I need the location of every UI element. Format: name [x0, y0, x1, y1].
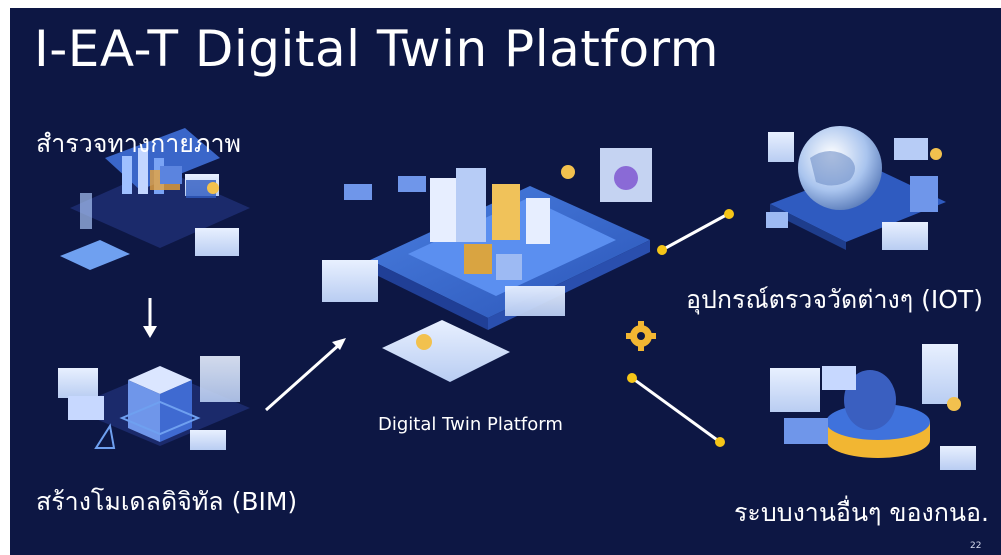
- label-digital-twin-platform: Digital Twin Platform: [378, 414, 563, 435]
- label-iot-devices: อุปกรณ์ตรวจวัดต่างๆ (IOT): [686, 285, 983, 314]
- platform-illustration: [322, 148, 652, 382]
- connector-iot: [657, 209, 734, 255]
- survey-illustration: [60, 128, 250, 270]
- iot-illustration: [766, 126, 946, 250]
- slide: I-EA-T Digital Twin Platform: [10, 8, 1001, 555]
- page-number: 22: [970, 541, 982, 551]
- down-arrow-icon: [143, 298, 157, 338]
- diagonal-arrow-icon: [265, 338, 346, 412]
- label-other-systems: ระบบงานอื่นๆ ของกนอ.: [734, 498, 989, 527]
- bim-illustration: [58, 356, 250, 450]
- connector-other: [627, 373, 725, 447]
- other-systems-illustration: [770, 344, 976, 470]
- label-physical-survey: สำรวจทางกายภาพ: [36, 129, 241, 158]
- label-bim: สร้างโมเดลดิจิทัล (BIM): [36, 487, 298, 516]
- slide-artwork: [58, 126, 976, 470]
- slide-title: I-EA-T Digital Twin Platform: [34, 20, 719, 78]
- gear-icon: [626, 321, 656, 351]
